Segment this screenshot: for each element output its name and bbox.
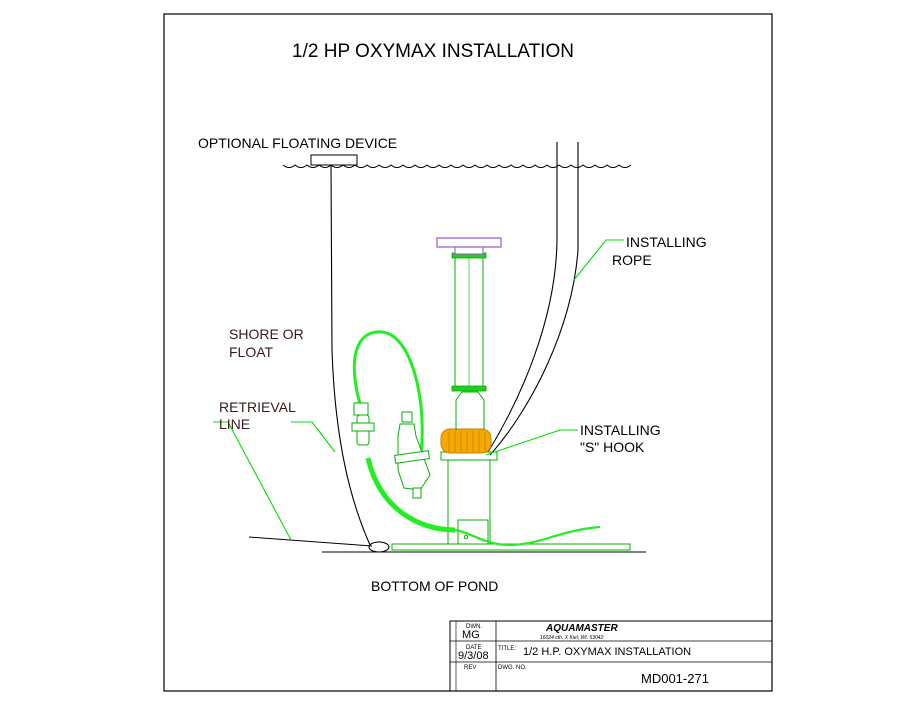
installing-rope-label-2: ROPE	[612, 252, 652, 268]
air-hose-bottom	[365, 457, 456, 533]
leader-retrieval-line	[213, 421, 292, 541]
filter-outlet	[412, 487, 422, 499]
installing-rope-label-1: INSTALLING	[626, 234, 707, 250]
unit-neck	[455, 391, 485, 430]
title-block	[449, 620, 773, 692]
s-hook-collar-ribs	[448, 431, 486, 452]
shore-float-label-1: SHORE OR	[229, 326, 304, 342]
filter-top-fitting	[401, 411, 413, 423]
air-hose	[352, 330, 424, 471]
cap-top	[436, 237, 502, 248]
hose-coupling	[353, 402, 369, 416]
retrieval-line	[330, 164, 371, 546]
air-hose-tail	[454, 525, 601, 547]
filter-band	[394, 450, 430, 464]
installing-rope-2	[489, 142, 579, 456]
bottom-of-pond-label: BOTTOM OF POND	[371, 578, 498, 594]
dwg-no-label: DWG. NO.	[498, 665, 527, 671]
drawing-title: 1/2 HP OXYMAX INSTALLATION	[292, 41, 574, 62]
anchor-loop	[368, 541, 390, 553]
title-label: TITLE:	[498, 646, 516, 652]
leader-s-hook	[485, 429, 578, 456]
title-value: 1/2 H.P. OXYMAX INSTALLATION	[523, 646, 691, 658]
rev-label: REV	[464, 665, 476, 671]
s-hook-collar	[440, 428, 492, 454]
unit-bolt	[463, 534, 469, 540]
s-hook-label-1: INSTALLING	[580, 422, 661, 438]
bottom-line-left	[248, 536, 373, 547]
s-hook-label-2: "S" HOOK	[580, 439, 645, 455]
date-label: DATE	[466, 645, 482, 651]
unit-stand-inner	[457, 519, 489, 545]
hose-coupling-collar	[351, 422, 375, 432]
installing-rope-1	[487, 142, 558, 453]
leader-shore-float	[291, 421, 336, 453]
dwg-no-value: MD001-271	[641, 671, 709, 686]
leader-installing-rope	[573, 239, 624, 281]
date-value: 9/3/08	[458, 650, 489, 662]
dwn-value: MG	[462, 629, 480, 641]
company-name: AQUAMASTER	[545, 623, 618, 634]
retrieval-line-label-2: LINE	[219, 416, 250, 432]
dwn-label: DWN.	[466, 624, 482, 630]
floating-device	[310, 154, 358, 166]
retrieval-line-label-1: RETRIEVAL	[219, 399, 296, 415]
water-surface	[282, 164, 632, 168]
company-address: 16024 cth. X Kiel, WI. 53042	[540, 635, 604, 641]
column-band-bottom	[451, 385, 487, 392]
floating-device-label: OPTIONAL FLOATING DEVICE	[198, 135, 397, 151]
shore-float-label-2: FLOAT	[229, 344, 274, 360]
